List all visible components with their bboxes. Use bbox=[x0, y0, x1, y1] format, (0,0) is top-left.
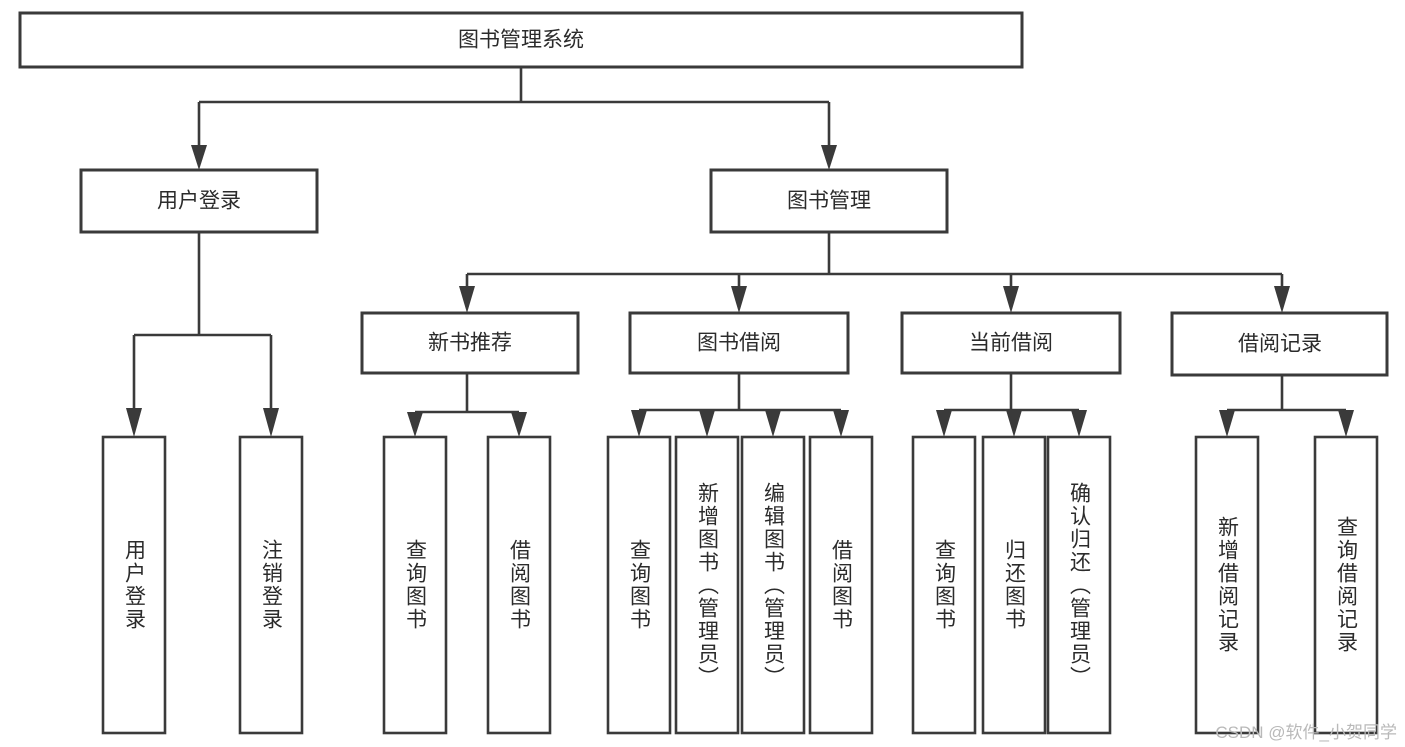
leaf-edit-book[interactable]: 编辑图书（管理员） bbox=[740, 435, 806, 735]
leaf-add-book-text-area: 新增图书（管理员） bbox=[695, 481, 719, 689]
leaf-confirm-return[interactable]: 确认归还（管理员） bbox=[1046, 435, 1112, 735]
arrow-head-leaf-query-record bbox=[1338, 410, 1354, 437]
leaf-user-logout-text-area: 注销登录 bbox=[259, 539, 283, 631]
arrow-head-leaf-user-logout bbox=[263, 408, 279, 437]
node-book-borrow-box[interactable] bbox=[628, 311, 850, 375]
leaf-add-record[interactable]: 新增借阅记录 bbox=[1194, 435, 1260, 735]
leaf-borrow-book-1[interactable]: 借阅图书 bbox=[486, 435, 552, 735]
arrow-head-bookmanage bbox=[821, 145, 837, 170]
leaf-query-book-1-box[interactable] bbox=[382, 435, 448, 735]
node-borrow-record-box[interactable] bbox=[1170, 311, 1389, 377]
arrow-head-leaf-borrow-book-2 bbox=[833, 410, 849, 437]
leaf-edit-book-box[interactable] bbox=[740, 435, 806, 735]
leaf-query-record-label: 查询借阅记录 bbox=[1334, 516, 1358, 654]
node-current-borrow[interactable]: 当前借阅 bbox=[900, 311, 1122, 375]
arrow-head-leaf-query-book-3 bbox=[936, 410, 952, 437]
leaf-query-book-3-text-area: 查询图书 bbox=[932, 539, 956, 631]
leaf-confirm-return-box[interactable] bbox=[1046, 435, 1112, 735]
leaf-confirm-return-label: 确认归还（管理员） bbox=[1067, 481, 1091, 689]
leaf-query-book-2-box[interactable] bbox=[606, 435, 672, 735]
leaf-query-book-3[interactable]: 查询图书 bbox=[911, 435, 977, 735]
leaf-user-login-box[interactable] bbox=[101, 435, 167, 735]
leaf-borrow-book-1-text-area: 借阅图书 bbox=[507, 539, 531, 631]
arrow-head-currentborrow bbox=[1003, 286, 1019, 313]
arrow-head-leaf-borrow-book-1 bbox=[511, 412, 527, 437]
leaf-borrow-book-2-box[interactable] bbox=[808, 435, 874, 735]
arrow-head-leaf-edit-book bbox=[765, 410, 781, 437]
leaf-edit-book-text-area: 编辑图书（管理员） bbox=[761, 481, 785, 689]
leaf-query-record[interactable]: 查询借阅记录 bbox=[1313, 435, 1379, 735]
leaf-borrow-book-1-label: 借阅图书 bbox=[507, 539, 531, 631]
node-new-book-rec-box[interactable] bbox=[360, 311, 580, 375]
arrow-head-borrowrecord bbox=[1274, 286, 1290, 313]
node-current-borrow-label: 当前借阅 bbox=[969, 332, 1053, 355]
leaf-return-book-text-area: 归还图书 bbox=[1002, 539, 1026, 631]
leaf-query-book-3-label: 查询图书 bbox=[932, 539, 956, 631]
node-user-login-box[interactable] bbox=[79, 168, 319, 234]
leaf-user-logout-label: 注销登录 bbox=[259, 539, 283, 631]
leaf-confirm-return-text-area: 确认归还（管理员） bbox=[1067, 481, 1091, 689]
leaf-borrow-book-2-text-area: 借阅图书 bbox=[829, 539, 853, 631]
node-borrow-record-label: 借阅记录 bbox=[1238, 333, 1322, 356]
leaf-add-record-box[interactable] bbox=[1194, 435, 1260, 735]
leaf-add-record-text-area: 新增借阅记录 bbox=[1215, 516, 1239, 654]
node-current-borrow-box[interactable] bbox=[900, 311, 1122, 375]
node-book-manage-label: 图书管理 bbox=[787, 190, 871, 213]
arrow-head-leaf-confirm-return bbox=[1071, 410, 1087, 437]
node-book-manage[interactable]: 图书管理 bbox=[709, 168, 949, 234]
leaf-user-logout-box[interactable] bbox=[238, 435, 304, 735]
connector-layer bbox=[126, 67, 1354, 437]
node-book-manage-box[interactable] bbox=[709, 168, 949, 234]
arrow-head-leaf-query-book-2 bbox=[631, 410, 647, 437]
leaf-borrow-book-1-box[interactable] bbox=[486, 435, 552, 735]
leaf-query-record-box[interactable] bbox=[1313, 435, 1379, 735]
leaf-query-book-1-label: 查询图书 bbox=[403, 539, 427, 631]
leaf-edit-book-label: 编辑图书（管理员） bbox=[761, 481, 785, 689]
node-user-login[interactable]: 用户登录 bbox=[79, 168, 319, 234]
node-book-borrow[interactable]: 图书借阅 bbox=[628, 311, 850, 375]
leaf-return-book-label: 归还图书 bbox=[1002, 539, 1026, 631]
node-book-borrow-label: 图书借阅 bbox=[697, 332, 781, 355]
arrow-head-leaf-add-book bbox=[699, 410, 715, 437]
leaf-user-login-label: 用户登录 bbox=[122, 539, 146, 631]
node-user-login-label: 用户登录 bbox=[157, 190, 241, 213]
leaf-return-book[interactable]: 归还图书 bbox=[981, 435, 1047, 735]
leaf-query-book-2-text-area: 查询图书 bbox=[627, 539, 651, 631]
node-new-book-rec[interactable]: 新书推荐 bbox=[360, 311, 580, 375]
leaf-query-book-1-text-area: 查询图书 bbox=[403, 539, 427, 631]
node-root[interactable]: 图书管理系统 bbox=[18, 11, 1024, 69]
node-borrow-record[interactable]: 借阅记录 bbox=[1170, 311, 1389, 377]
leaf-add-book-box[interactable] bbox=[674, 435, 740, 735]
arrow-head-leaf-user-login bbox=[126, 408, 142, 437]
leaf-query-book-3-box[interactable] bbox=[911, 435, 977, 735]
leaf-borrow-book-2[interactable]: 借阅图书 bbox=[808, 435, 874, 735]
arrow-head-bookborrow bbox=[731, 286, 747, 313]
arrow-head-userlogin bbox=[191, 145, 207, 170]
leaf-add-book-label: 新增图书（管理员） bbox=[695, 481, 719, 689]
arrow-head-leaf-return-book bbox=[1006, 410, 1022, 437]
leaf-user-login[interactable]: 用户登录 bbox=[101, 435, 167, 735]
leaf-query-record-text-area: 查询借阅记录 bbox=[1334, 516, 1358, 654]
leaf-borrow-book-2-label: 借阅图书 bbox=[829, 539, 853, 631]
arrow-head-leaf-add-record bbox=[1219, 410, 1235, 437]
leaf-user-login-text-area: 用户登录 bbox=[122, 539, 146, 631]
node-root-box[interactable] bbox=[18, 11, 1024, 69]
leaf-add-record-label: 新增借阅记录 bbox=[1215, 516, 1239, 654]
node-root-label: 图书管理系统 bbox=[458, 29, 584, 52]
leaf-add-book[interactable]: 新增图书（管理员） bbox=[674, 435, 740, 735]
arrow-head-newbookrec bbox=[459, 286, 475, 313]
leaf-user-logout[interactable]: 注销登录 bbox=[238, 435, 304, 735]
leaf-return-book-box[interactable] bbox=[981, 435, 1047, 735]
leaf-query-book-2[interactable]: 查询图书 bbox=[606, 435, 672, 735]
arrow-head-leaf-query-book-1 bbox=[407, 412, 423, 437]
leaf-query-book-2-label: 查询图书 bbox=[627, 539, 651, 631]
node-new-book-rec-label: 新书推荐 bbox=[428, 332, 512, 355]
leaf-query-book-1[interactable]: 查询图书 bbox=[382, 435, 448, 735]
